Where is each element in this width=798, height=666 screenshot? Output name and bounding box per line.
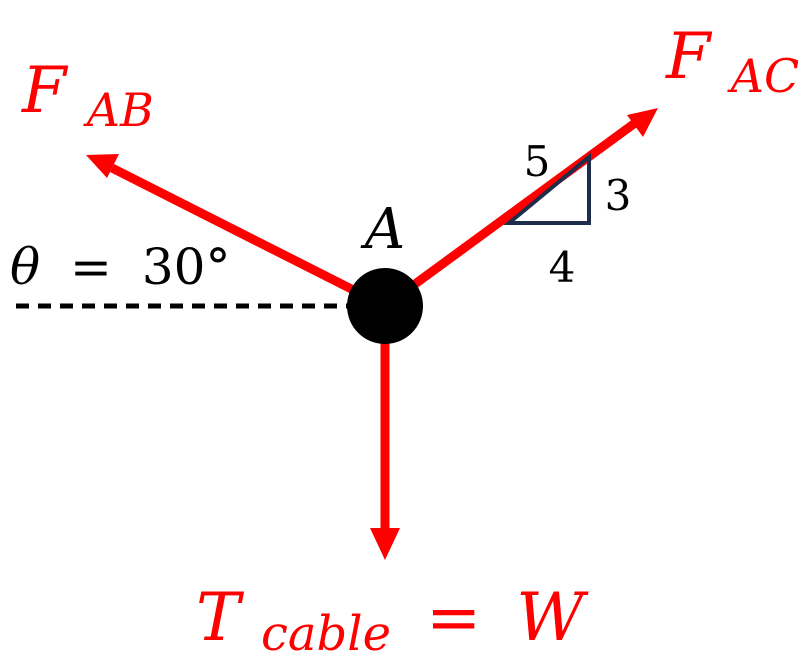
cable-tension-subscript: cable: [261, 606, 391, 661]
force-ab-arrowhead: [86, 154, 119, 178]
slope-triangle: [503, 152, 591, 225]
angle-equals: =: [70, 238, 112, 296]
cable-tension-symbol: T: [196, 579, 245, 656]
slope-run-label: 4: [549, 243, 576, 292]
slope-rise-label: 3: [605, 171, 632, 220]
slope-hypotenuse-label: 5: [524, 137, 551, 186]
force-ac-arrowhead: [627, 108, 658, 137]
joint-a-node: [347, 268, 423, 344]
angle-label: θ = 30°: [10, 238, 230, 296]
cable-tension-arrowhead: [370, 528, 400, 560]
force-ab-arrow: [86, 154, 388, 311]
angle-value: 30°: [142, 238, 231, 296]
force-ac-symbol: F: [665, 20, 713, 94]
force-ac-subscript: AC: [727, 49, 798, 103]
cable-tension-label: T cable = W: [196, 579, 589, 661]
cable-tension-equals: =: [426, 579, 481, 656]
angle-symbol: θ: [10, 238, 40, 296]
cable-tension-value: W: [516, 579, 589, 656]
cable-tension-arrow: [370, 306, 400, 560]
force-ab-label: F AB: [21, 54, 154, 137]
force-ac-arrow: [382, 108, 658, 310]
joint-a-label: A: [360, 197, 405, 262]
force-ab-subscript: AB: [83, 83, 154, 137]
force-ac-label: F AC: [665, 20, 798, 103]
force-ab-symbol: F: [21, 54, 69, 128]
